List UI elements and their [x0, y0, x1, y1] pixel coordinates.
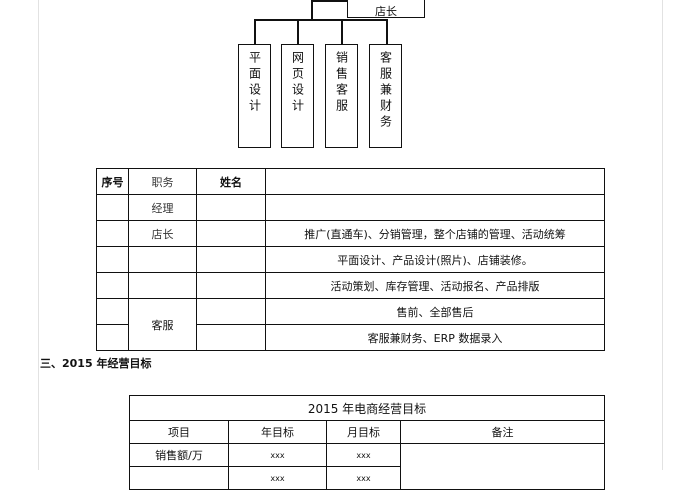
- table-cell: [96, 246, 129, 273]
- item-cell: 销售额/万: [129, 443, 229, 467]
- name-cell: [196, 220, 266, 247]
- org-box-label: 网页设计: [290, 51, 305, 115]
- month-target-cell: xxx: [326, 443, 401, 467]
- header-cell: 备注: [400, 420, 605, 444]
- page-edge-right: [662, 0, 663, 470]
- org-box-store-manager: 店长: [347, 0, 425, 18]
- table-row: 平面设计、产品设计(照片)、店铺装修。: [96, 246, 605, 273]
- org-box-label: 销售客服: [334, 51, 349, 115]
- duty-cell: 客服兼财务、ERP 数据录入: [265, 324, 605, 351]
- role-cell: 店长: [128, 220, 197, 247]
- org-connector: [297, 19, 299, 45]
- name-cell: [196, 298, 266, 325]
- org-box-label: 平面设计: [247, 51, 262, 115]
- table-cell: [96, 272, 129, 299]
- table-row: 活动策划、库存管理、活动报名、产品排版: [96, 272, 605, 299]
- name-cell: [196, 324, 266, 351]
- role-cell: 经理: [128, 194, 197, 221]
- duty-cell: 推广(直通车)、分销管理，整个店铺的管理、活动统筹: [265, 220, 605, 247]
- org-connector: [311, 0, 349, 2]
- duty-cell: 平面设计、产品设计(照片)、店铺装修。: [265, 246, 605, 273]
- table-cell: [96, 298, 129, 325]
- org-box-label: 客服兼财务: [378, 51, 393, 131]
- duty-cell: [265, 194, 605, 221]
- table-row: 客服 售前、全部售后: [96, 298, 605, 351]
- role-cell: [128, 272, 197, 299]
- name-cell: [196, 272, 266, 299]
- name-cell: [196, 194, 266, 221]
- page-edge-left: [38, 0, 39, 470]
- year-target-cell: xxx: [228, 443, 327, 467]
- targets-table: 2015 年电商经营目标 项目 年目标 月目标 备注 销售额/万 xxx xxx…: [129, 395, 605, 490]
- table-header-row: 项目 年目标 月目标 备注: [129, 420, 605, 444]
- roles-table: 序号 职务 姓名 经理 店长 推广(直通车)、分销管理，整个店铺的管理、活动统筹…: [96, 168, 605, 351]
- header-cell: 序号: [96, 168, 129, 195]
- org-box-label: 店长: [375, 5, 397, 18]
- table-caption-row: 2015 年电商经营目标: [129, 395, 605, 421]
- header-cell: [265, 168, 605, 195]
- header-cell: 项目: [129, 420, 229, 444]
- org-connector: [311, 0, 313, 20]
- org-connector: [341, 19, 343, 45]
- table-cell: [96, 220, 129, 247]
- duty-cell: 售前、全部售后: [265, 298, 605, 325]
- table-header-row: 序号 职务 姓名: [96, 168, 605, 195]
- org-connector: [254, 19, 387, 21]
- section-heading: 三、2015 年经营目标: [40, 357, 152, 370]
- name-cell: [196, 246, 266, 273]
- duty-cell: 活动策划、库存管理、活动报名、产品排版: [265, 272, 605, 299]
- table-row: 客服兼财务、ERP 数据录入: [96, 324, 605, 351]
- org-box-graphic-design: 平面设计: [238, 44, 271, 148]
- org-box-web-design: 网页设计: [281, 44, 314, 148]
- header-cell: 职务: [128, 168, 197, 195]
- header-cell: 姓名: [196, 168, 266, 195]
- org-connector: [254, 19, 256, 45]
- org-box-service-finance: 客服兼财务: [369, 44, 402, 148]
- role-cell: 客服: [128, 298, 197, 351]
- org-connector: [386, 19, 388, 45]
- header-cell: 月目标: [326, 420, 401, 444]
- table-row: 销售额/万 xxx xxx: [129, 443, 605, 490]
- org-box-sales-service: 销售客服: [325, 44, 358, 148]
- role-cell: [128, 246, 197, 273]
- table-row: 经理: [96, 194, 605, 221]
- table-row: 店长 推广(直通车)、分销管理，整个店铺的管理、活动统筹: [96, 220, 605, 247]
- table-cell: [96, 194, 129, 221]
- table-caption: 2015 年电商经营目标: [129, 395, 605, 421]
- header-cell: 年目标: [228, 420, 327, 444]
- table-cell: [96, 324, 129, 351]
- note-cell: [400, 443, 605, 490]
